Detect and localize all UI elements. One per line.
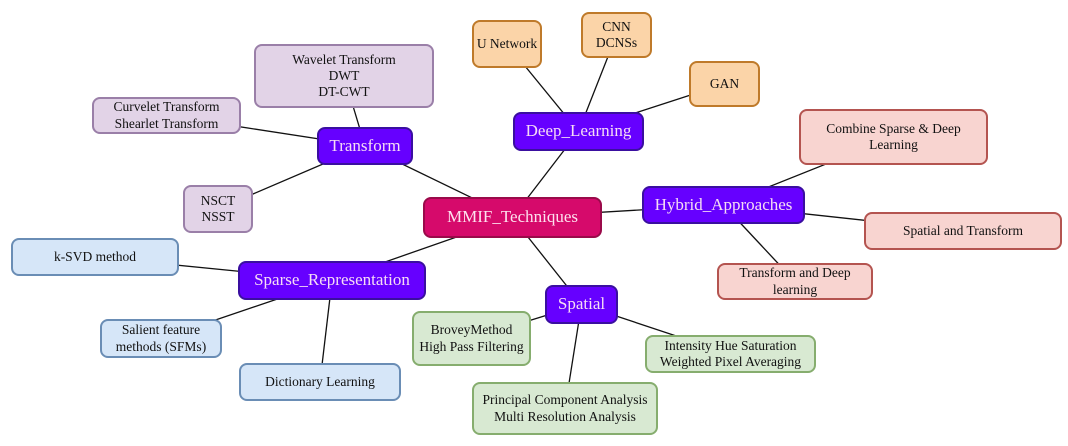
node-label-line: Transform and Deep — [739, 265, 851, 281]
node-label-line: Learning — [869, 137, 918, 152]
node-label-line: U Network — [476, 35, 538, 51]
leaf-node-intensity-hue-saturation: Intensity Hue Saturation Weighted Pixel … — [645, 335, 816, 373]
node-label-line: learning — [772, 281, 818, 297]
node-label-line: High Pass Filtering — [419, 338, 524, 354]
node-label-line: DCNSs — [595, 35, 638, 50]
node-label-line: DT-CWT — [318, 84, 370, 100]
node-label-line: Principal Component Analysis — [482, 392, 648, 408]
leaf-node-dictionary-learning: Dictionary Learning — [239, 363, 401, 401]
node-label: Hybrid_Approaches — [654, 194, 793, 214]
branch-node-spatial: Spatial — [545, 285, 618, 324]
node-label-line: BroveyMethod — [430, 322, 513, 338]
node-label-line: Salient feature — [121, 322, 201, 338]
node-label-line: Intensity Hue Saturation — [664, 337, 797, 353]
node-label-line: Multi Resolution Analysis — [494, 408, 636, 424]
branch-node-sparse-representation: Sparse_Representation — [238, 261, 426, 300]
node-label-line: DWT — [328, 67, 360, 83]
leaf-node-curvelet-shearlet: Curvelet Transform Shearlet Transform — [92, 97, 241, 134]
node-label-line: GAN — [709, 75, 740, 91]
leaf-node-pca-multi-resolution: Principal Component Analysis Multi Resol… — [472, 382, 658, 435]
leaf-node-nsct-nsst: NSCT NSST — [183, 185, 253, 233]
node-label: Sparse_Representation — [254, 270, 410, 290]
branch-node-deep-learning: Deep_Learning — [513, 112, 644, 151]
node-label-line: methods (SFMs) — [115, 338, 207, 354]
node-label: Deep_Learning — [525, 121, 632, 141]
node-label: MMIF_Techniques — [446, 207, 579, 227]
root-node-mmif-techniques: MMIF_Techniques — [423, 197, 602, 238]
leaf-node-gan: GAN — [689, 61, 760, 107]
leaf-node-wavelet-transform: Wavelet Transform DWT DT-CWT — [254, 44, 434, 108]
leaf-node-salient-feature-methods: Salient feature methods (SFMs) — [100, 319, 222, 358]
branch-node-hybrid-approaches: Hybrid_Approaches — [642, 186, 805, 224]
node-label-line: Dictionary Learning — [265, 373, 375, 389]
leaf-node-transform-and-deep-learning: Transform and Deep learning — [717, 263, 873, 300]
leaf-node-u-network: U Network — [472, 20, 542, 68]
node-label-line: Spatial and Transform — [903, 222, 1023, 238]
node-label-line: NSCT — [200, 192, 236, 208]
leaf-node-combine-sparse-deep: Combine Sparse & Deep Learning — [799, 109, 988, 165]
node-label-line: CNN — [602, 18, 631, 34]
leaf-node-cnn-dcnss: CNN DCNSs — [581, 12, 652, 58]
leaf-node-brovey-high-pass: BroveyMethod High Pass Filtering — [412, 311, 531, 366]
node-label-line: Combine Sparse & Deep — [826, 120, 961, 136]
node-label-line: Weighted Pixel Averaging — [659, 354, 802, 369]
node-label-line: NSST — [201, 209, 235, 224]
leaf-node-spatial-and-transform: Spatial and Transform — [864, 212, 1062, 250]
branch-node-transform: Transform — [317, 127, 413, 165]
node-label: Spatial — [557, 294, 606, 314]
leaf-node-k-svd-method: k-SVD method — [11, 238, 179, 276]
node-label-line: Curvelet Transform — [113, 99, 220, 115]
node-label-line: Shearlet Transform — [114, 115, 219, 131]
node-label: Transform — [329, 135, 401, 155]
node-label-line: Wavelet Transform — [292, 51, 396, 67]
node-label-line: k-SVD method — [53, 248, 137, 264]
